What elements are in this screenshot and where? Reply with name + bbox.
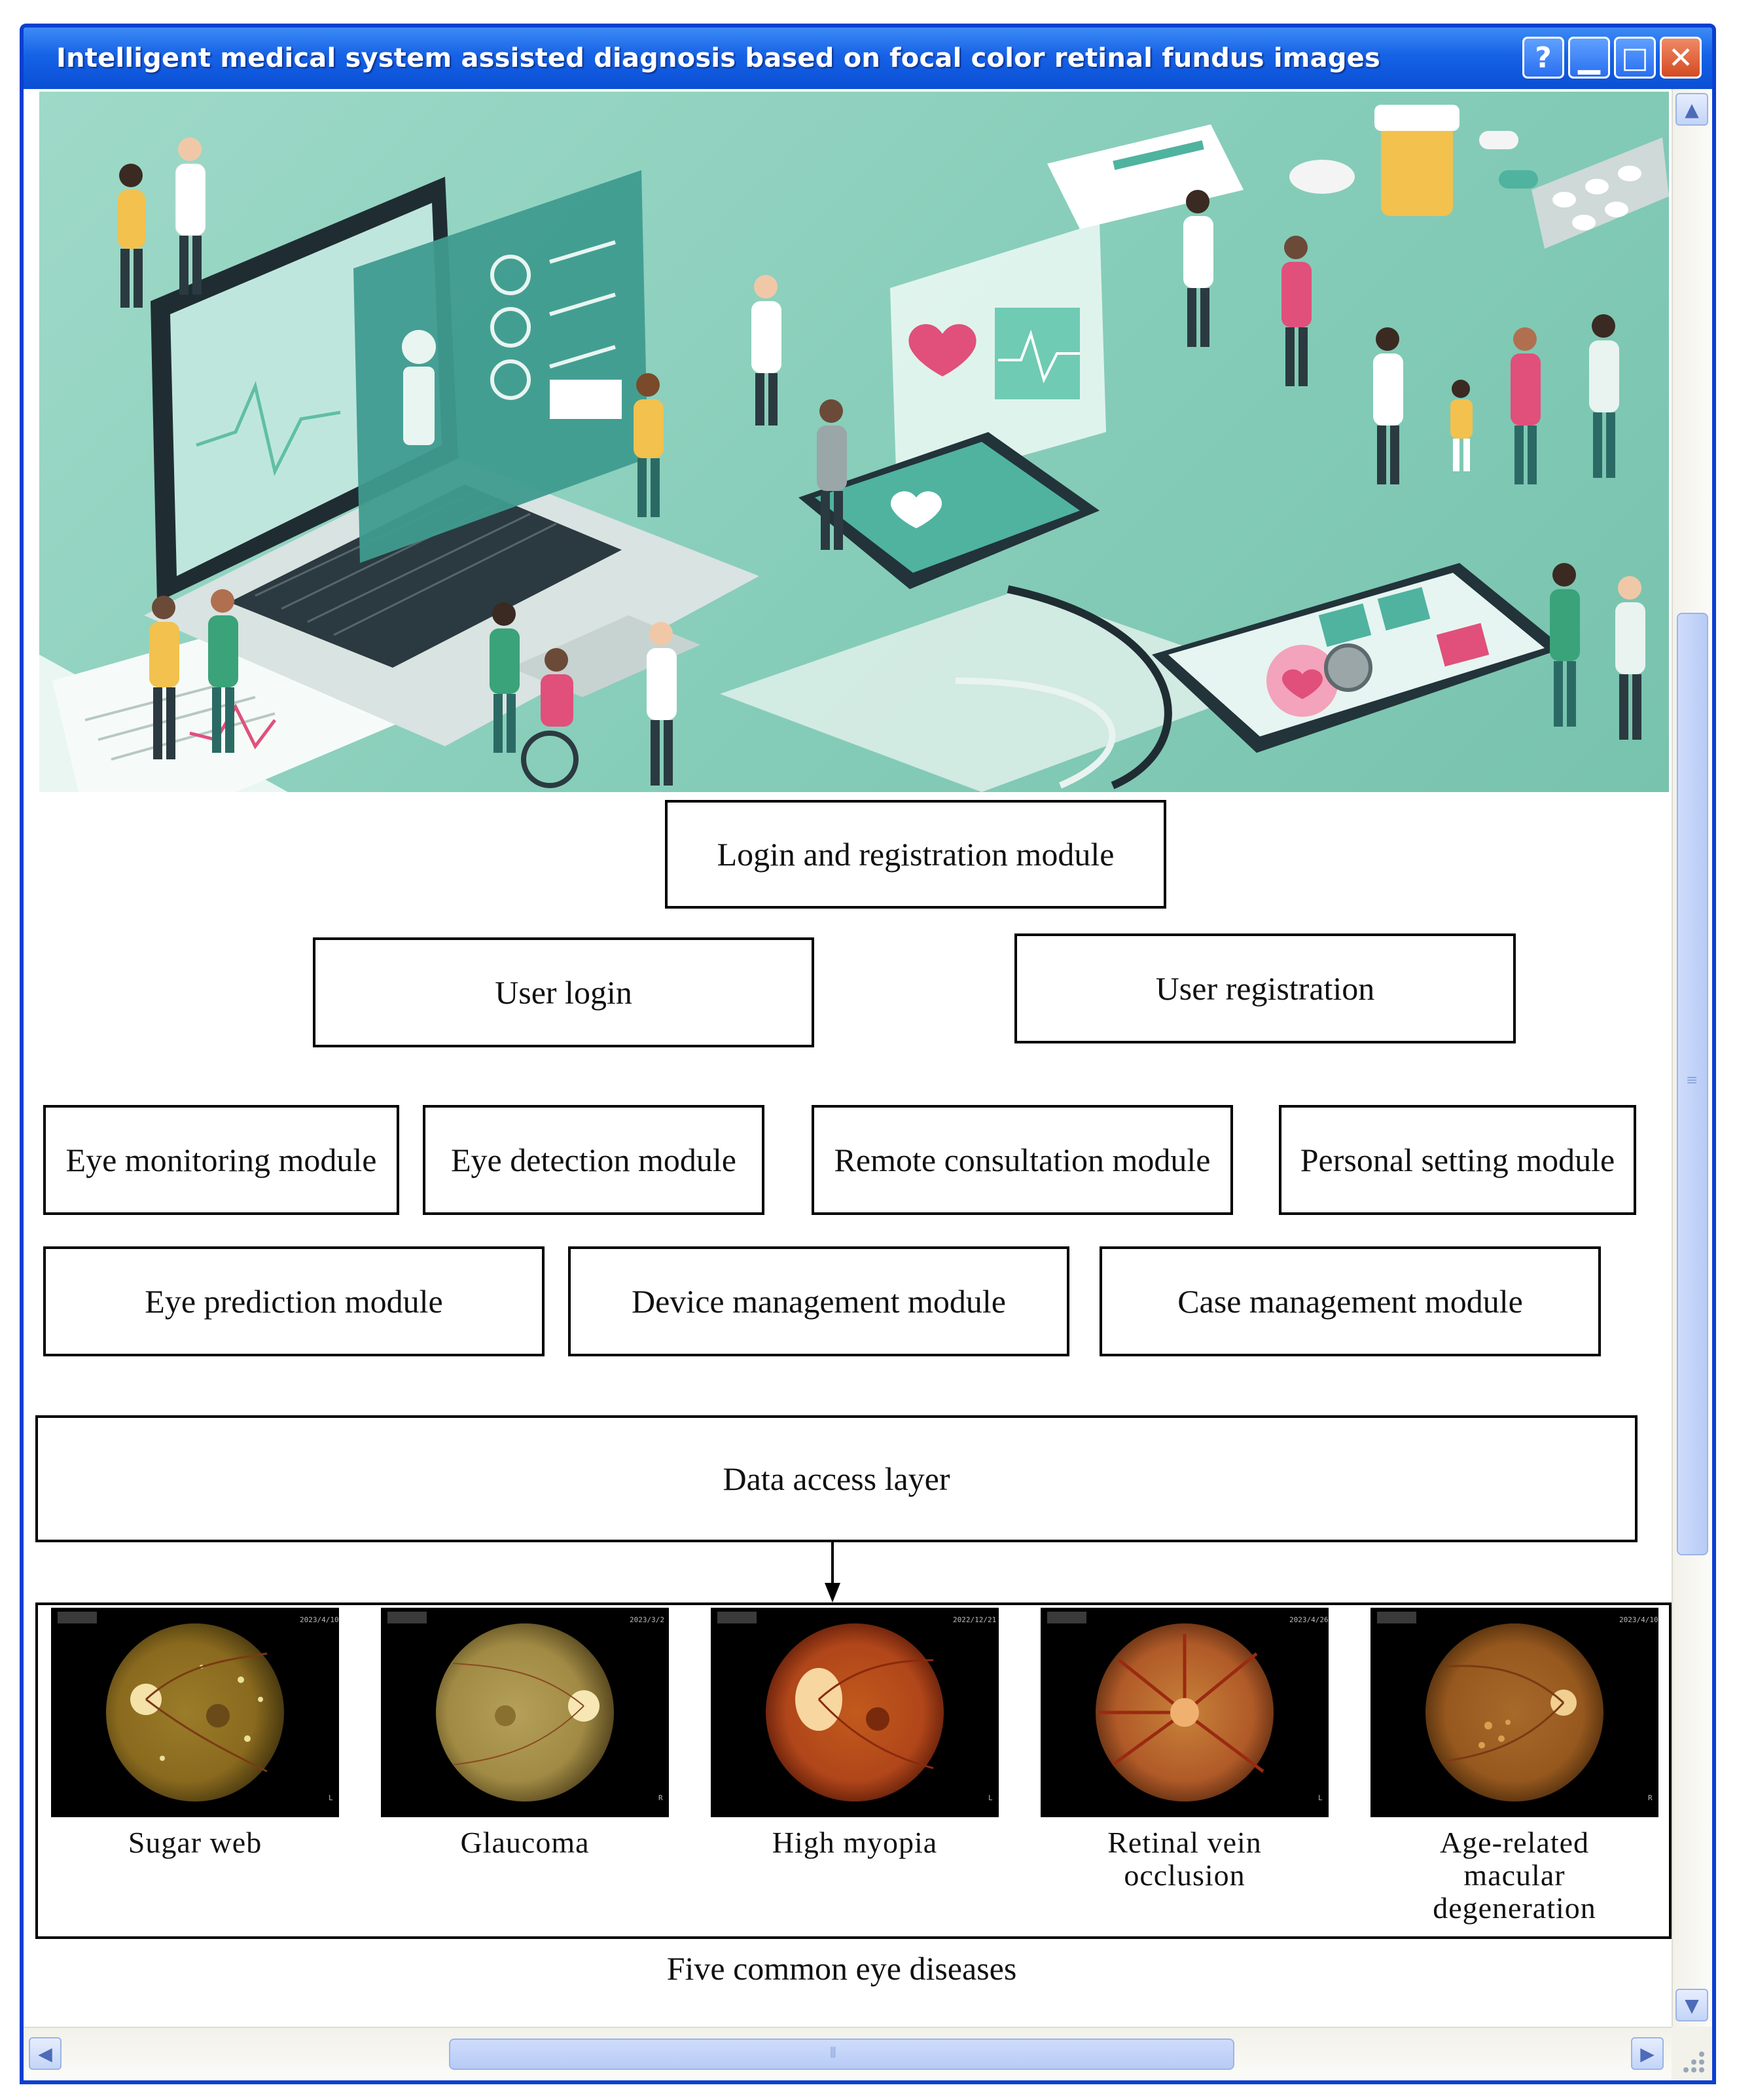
maximize-icon: □ (1621, 41, 1649, 75)
title-bar[interactable]: Intelligent medical system assisted diag… (24, 27, 1712, 89)
chevron-down-icon: ▼ (1685, 1994, 1699, 2016)
fundus-image-amd (1370, 1608, 1658, 1817)
minimize-button[interactable]: ▁ (1568, 37, 1610, 79)
fundus-eye-stamp: L (1318, 1794, 1323, 1802)
fundus-eye-stamp: R (1648, 1794, 1653, 1802)
fundus-image-high-myopia (711, 1608, 999, 1817)
vertical-scroll-thumb[interactable]: ≡ (1677, 613, 1708, 1555)
minimize-icon: ▁ (1578, 41, 1600, 75)
fundus-image-glaucoma (381, 1608, 669, 1817)
eye-prediction-module-label: Eye prediction module (145, 1283, 443, 1320)
help-button[interactable]: ? (1522, 37, 1564, 79)
personal-setting-module-label: Personal setting module (1300, 1142, 1615, 1178)
eye-monitoring-module-box: Eye monitoring module (43, 1105, 399, 1215)
window-title: Intelligent medical system assisted diag… (56, 43, 1380, 73)
help-icon: ? (1535, 41, 1552, 75)
scroll-right-button[interactable]: ▶ (1631, 2037, 1664, 2070)
resize-grip-icon (1683, 2052, 1704, 2073)
remote-consultation-module-box: Remote consultation module (812, 1105, 1233, 1215)
grip-icon: ⦀ (830, 2045, 836, 2061)
user-registration-box: User registration (1014, 933, 1516, 1043)
case-management-module-label: Case management module (1177, 1283, 1523, 1320)
login-registration-module-label: Login and registration module (717, 836, 1115, 873)
fundus-date-stamp: 2022/12/21 (953, 1616, 997, 1624)
data-access-layer-label: Data access layer (723, 1460, 950, 1497)
chevron-left-icon: ◀ (38, 2042, 52, 2065)
login-registration-module-box: Login and registration module (665, 800, 1166, 909)
user-login-box: User login (313, 937, 814, 1047)
fundus-date-stamp: 2023/4/26 (1289, 1616, 1329, 1624)
scroll-down-button[interactable]: ▼ (1675, 1989, 1708, 2021)
data-access-layer-box: Data access layer (35, 1415, 1638, 1542)
chevron-up-icon: ▲ (1685, 98, 1699, 120)
eye-prediction-module-box: Eye prediction module (43, 1246, 545, 1356)
resize-grip[interactable] (1672, 2027, 1712, 2080)
disease-label-amd: Age-related macular degeneration (1433, 1826, 1596, 1925)
chevron-right-icon: ▶ (1640, 2042, 1655, 2065)
eye-diseases-panel (35, 1602, 1672, 1939)
medical-illustration (39, 92, 1669, 792)
horizontal-scroll-thumb[interactable]: ⦀ (449, 2038, 1234, 2070)
fundus-eye-stamp: L (988, 1794, 993, 1802)
medical-scene-image (39, 105, 1669, 792)
eye-monitoring-module-label: Eye monitoring module (65, 1142, 377, 1178)
eye-detection-module-label: Eye detection module (451, 1142, 736, 1178)
grip-icon: ≡ (1686, 1072, 1698, 1089)
app-window: Intelligent medical system assisted diag… (20, 24, 1716, 2084)
user-registration-label: User registration (1155, 970, 1375, 1007)
eye-detection-module-box: Eye detection module (423, 1105, 764, 1215)
fundus-date-stamp: 2023/3/2 (630, 1616, 664, 1624)
fundus-date-stamp: 2023/4/10 (300, 1616, 339, 1624)
case-management-module-box: Case management module (1100, 1246, 1601, 1356)
personal-setting-module-box: Personal setting module (1279, 1105, 1636, 1215)
fundus-image-sugar-web (51, 1608, 339, 1817)
people-figures (118, 137, 1645, 788)
disease-label-sugar-web: Sugar web (128, 1826, 262, 1859)
fundus-image-retinal-vein-occlusion (1041, 1608, 1329, 1817)
diseases-caption: Five common eye diseases (666, 1950, 1017, 1987)
remote-consultation-module-label: Remote consultation module (834, 1142, 1211, 1178)
fundus-eye-stamp: L (329, 1794, 333, 1802)
scroll-left-button[interactable]: ◀ (29, 2037, 62, 2070)
vertical-scrollbar[interactable]: ▲ ≡ ▼ (1672, 89, 1712, 2027)
user-login-label: User login (495, 974, 632, 1011)
disease-label-retinal-vein-occlusion: Retinal vein occlusion (1107, 1826, 1262, 1892)
close-button[interactable]: ✕ (1660, 37, 1702, 79)
fundus-date-stamp: 2023/4/10 (1619, 1616, 1658, 1624)
device-management-module-label: Device management module (632, 1283, 1006, 1320)
disease-label-glaucoma: Glaucoma (460, 1826, 590, 1859)
disease-label-high-myopia: High myopia (772, 1826, 938, 1859)
close-icon: ✕ (1668, 40, 1694, 75)
down-arrow-icon (825, 1541, 840, 1602)
scroll-up-button[interactable]: ▲ (1675, 93, 1708, 126)
maximize-button[interactable]: □ (1614, 37, 1656, 79)
fundus-eye-stamp: R (658, 1794, 663, 1802)
horizontal-scrollbar[interactable]: ◀ ⦀ ▶ (24, 2027, 1672, 2080)
device-management-module-box: Device management module (568, 1246, 1069, 1356)
